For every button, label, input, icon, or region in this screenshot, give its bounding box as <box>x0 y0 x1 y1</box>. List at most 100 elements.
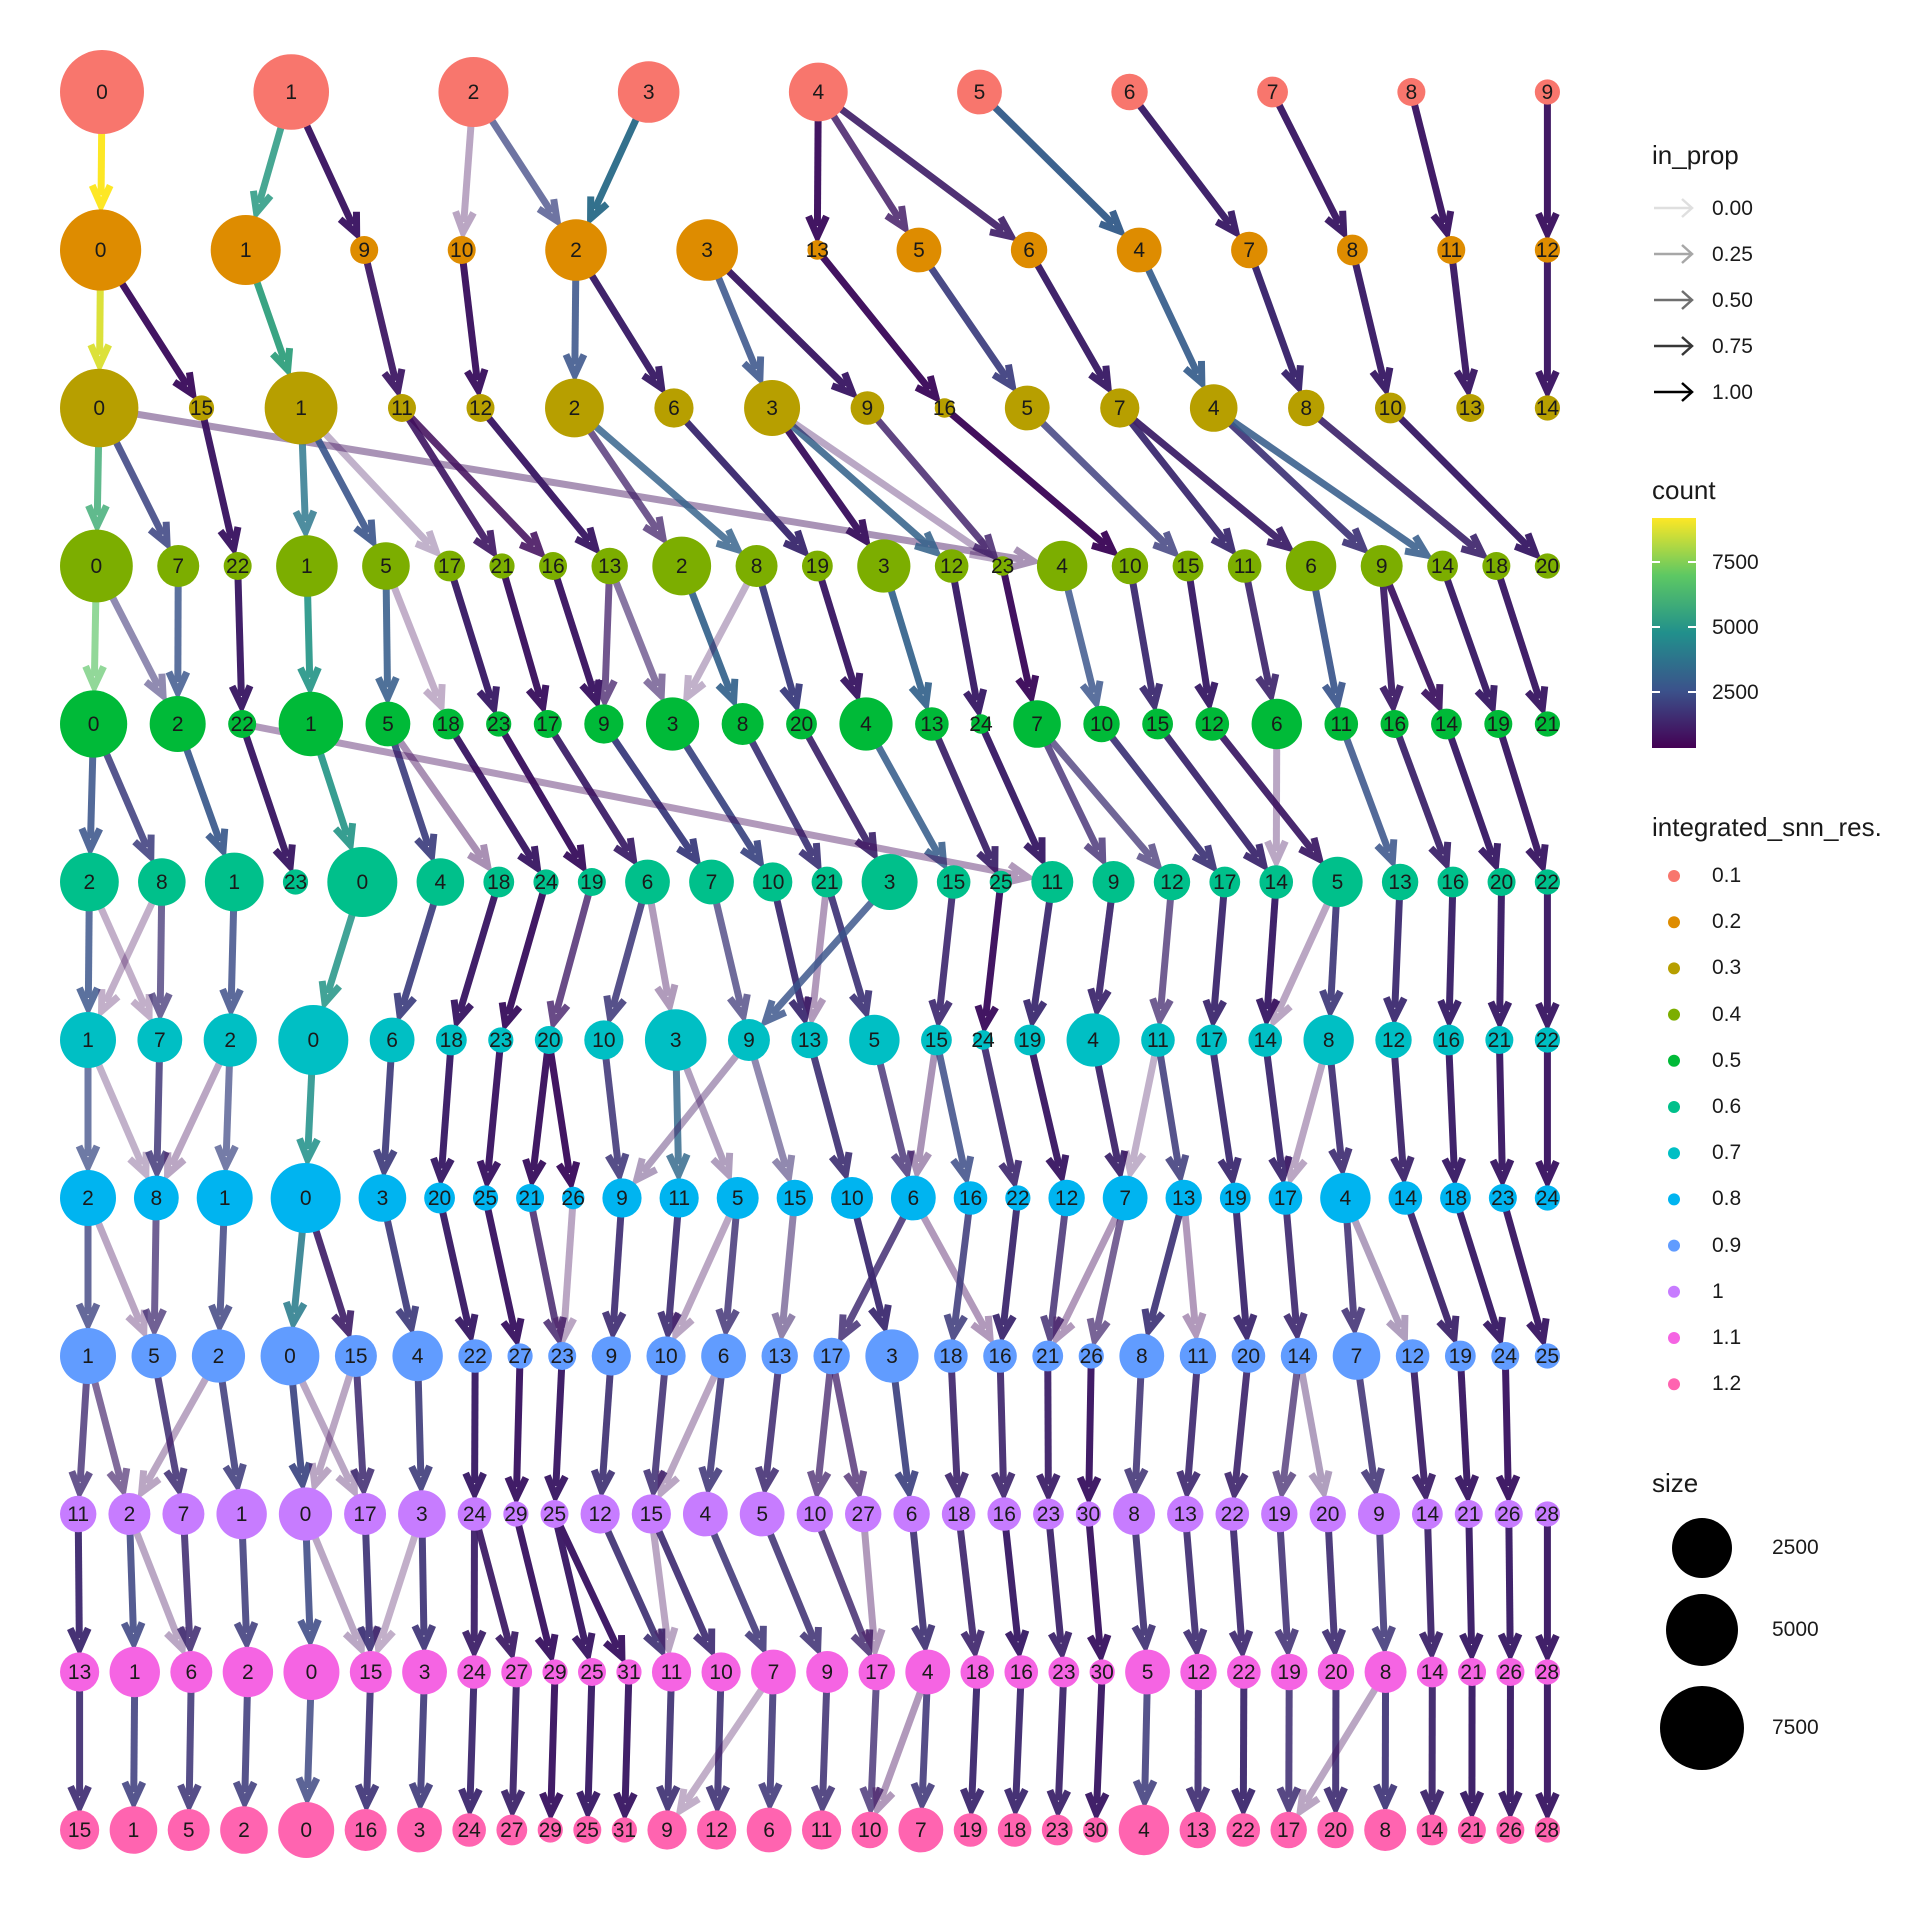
edge-line <box>1163 731 1258 857</box>
edge-line <box>470 1682 474 1799</box>
node-res-1.2-cluster-4: 4 <box>1119 1805 1169 1855</box>
node-res-0.3-cluster-16: 16 <box>933 397 956 420</box>
edge-8-22-to-9-25 <box>1301 1367 1329 1492</box>
node-label: 14 <box>1254 1029 1278 1052</box>
node-res-1.2-cluster-18: 18 <box>998 1813 1032 1847</box>
node-res-1-cluster-28: 28 <box>1535 1501 1560 1526</box>
edge-line <box>245 1687 248 1792</box>
node-res-0.5-cluster-2: 2 <box>150 696 206 752</box>
node-res-0.5-cluster-18: 18 <box>433 709 464 740</box>
node-res-0.7-cluster-10: 10 <box>584 1020 623 1059</box>
edge-line <box>1236 1207 1246 1325</box>
node-label: 10 <box>654 1345 677 1368</box>
edge-line <box>518 1521 549 1646</box>
edge-line <box>487 1205 514 1330</box>
node-label: 13 <box>1174 1503 1197 1526</box>
node-label: 6 <box>1124 81 1136 104</box>
node-res-1.1-cluster-2: 2 <box>223 1647 273 1697</box>
node-res-0.6-cluster-0: 0 <box>327 847 397 917</box>
node-res-0.5-cluster-21: 21 <box>1535 711 1560 736</box>
node-label: 2 <box>676 555 688 578</box>
node-label: 21 <box>1488 1029 1511 1052</box>
node-label: 4 <box>1208 397 1220 420</box>
edge-line <box>452 575 490 699</box>
edge-10-15-to-11-15 <box>814 1685 832 1807</box>
node-res-1.1-cluster-23: 23 <box>1048 1657 1079 1688</box>
in-prop-key-1 <box>1654 245 1692 263</box>
node-label: 12 <box>1201 713 1224 736</box>
node-label: 24 <box>457 1819 481 1842</box>
node-label: 7 <box>768 1661 780 1684</box>
edge-1-9-to-2-12 <box>1145 262 1202 383</box>
node-label: 3 <box>878 555 890 578</box>
node-res-0.4-cluster-0: 0 <box>60 530 133 603</box>
edge-line <box>1409 1208 1451 1329</box>
node-label: 8 <box>1379 1819 1391 1842</box>
node-res-1-cluster-2: 2 <box>108 1493 150 1535</box>
node-res-1.2-cluster-19: 19 <box>954 1813 988 1847</box>
node-res-1-cluster-6: 6 <box>893 1496 929 1532</box>
edge-6-8-to-7-9 <box>605 1052 626 1175</box>
edge-7-21-to-8-22 <box>1286 1208 1304 1334</box>
node-label: 11 <box>668 1187 690 1210</box>
node-label: 19 <box>959 1819 982 1842</box>
edge-6-3-to-7-3 <box>300 1061 318 1159</box>
node-res-1.2-cluster-17: 17 <box>1270 1812 1306 1848</box>
edge-6-17-to-7-19 <box>1160 1050 1186 1176</box>
edge-3-8-to-4-8 <box>596 577 614 701</box>
edge-3-16-to-4-17 <box>1132 577 1160 705</box>
edge-4-21-to-5-23 <box>1397 732 1447 864</box>
edge-line <box>989 101 1113 224</box>
node-label: 19 <box>1224 1187 1247 1210</box>
node-label: 13 <box>798 1029 821 1052</box>
node-res-0.3-cluster-14: 14 <box>1535 395 1560 420</box>
node-res-0.4-cluster-16: 16 <box>539 552 567 580</box>
edge-line <box>820 575 854 685</box>
edge-line <box>550 1048 569 1173</box>
node-res-1.1-cluster-12: 12 <box>1180 1654 1216 1690</box>
node-res-0.6-cluster-21: 21 <box>812 867 843 898</box>
node-label: 23 <box>487 713 510 736</box>
edge-line <box>1355 259 1384 379</box>
node-label: 17 <box>1200 1029 1223 1052</box>
node-label: 25 <box>543 1503 566 1526</box>
node-label: 26 <box>1499 1819 1522 1842</box>
node-res-1.1-cluster-15: 15 <box>350 1651 392 1693</box>
edge-line <box>1413 100 1444 223</box>
edge-7-0-to-8-0 <box>79 1215 97 1324</box>
edge-line <box>306 1530 310 1630</box>
edge-line <box>819 1524 865 1642</box>
edge-8-12-to-9-13 <box>758 1367 778 1488</box>
node-res-0.2-cluster-11: 11 <box>1437 236 1465 264</box>
in-prop-legend-label-3: 0.75 <box>1712 335 1753 359</box>
edge-8-22-to-9-24 <box>1276 1367 1298 1492</box>
edge-8-23-to-9-26 <box>1359 1370 1382 1489</box>
node-label: 24 <box>462 1661 486 1684</box>
edge-line <box>301 113 353 225</box>
node-label: 9 <box>862 397 874 420</box>
edge-5-9-to-6-9 <box>650 895 675 1006</box>
edge-line <box>1225 416 1418 549</box>
edge-line <box>418 1371 421 1476</box>
node-res-0.7-cluster-14: 14 <box>1248 1023 1282 1057</box>
node-label: 15 <box>359 1661 382 1684</box>
node-label: 5 <box>756 1503 768 1526</box>
node-res-0.6-cluster-22: 22 <box>1535 869 1560 894</box>
node-label: 16 <box>1010 1661 1033 1684</box>
node-label: 19 <box>1278 1661 1301 1684</box>
node-res-0.2-cluster-8: 8 <box>1337 235 1368 266</box>
node-res-1-cluster-21: 21 <box>1455 1500 1483 1528</box>
resolution-legend-label-0.1: 0.1 <box>1712 864 1741 888</box>
node-res-0.8-cluster-16: 16 <box>954 1181 988 1215</box>
node-res-0.9-cluster-27: 27 <box>507 1343 532 1368</box>
edge-line <box>311 427 368 532</box>
node-res-0.8-cluster-22: 22 <box>1005 1185 1030 1210</box>
node-label: 5 <box>382 713 394 736</box>
edge-9-19-to-10-20 <box>1049 1523 1069 1652</box>
edge-10-11-to-11-11 <box>616 1680 634 1814</box>
edge-line <box>1032 1049 1059 1167</box>
node-label: 15 <box>1146 713 1169 736</box>
edge-line <box>102 743 147 848</box>
node-res-0.5-cluster-14: 14 <box>1431 709 1462 740</box>
